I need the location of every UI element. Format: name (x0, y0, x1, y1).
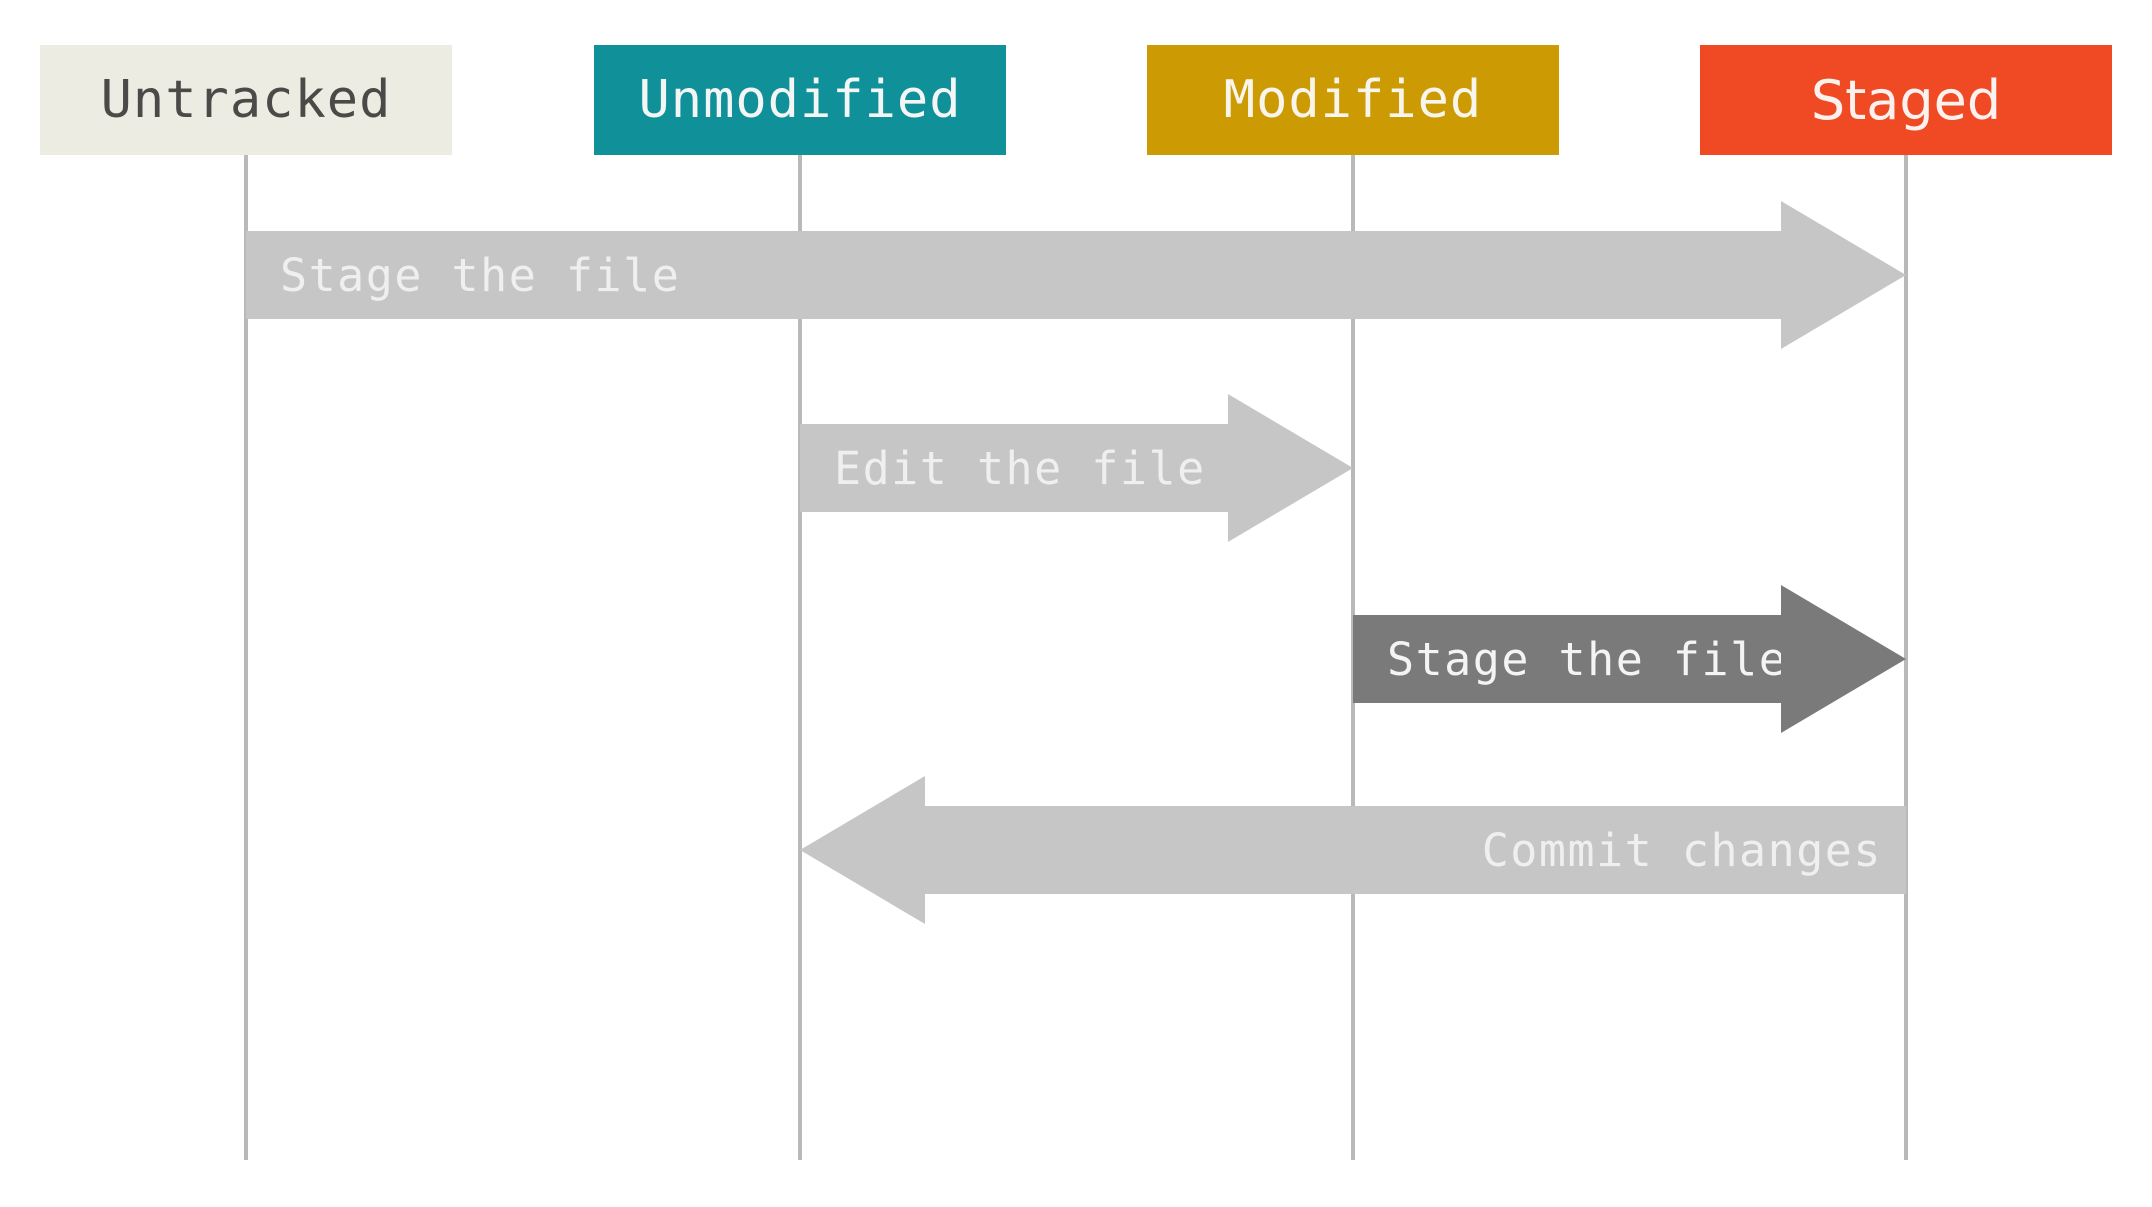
arrow-shaft: Stage the file (1353, 615, 1786, 703)
lifeline-unmodified (798, 155, 802, 1160)
state-box-unmodified: Unmodified (594, 45, 1006, 155)
lifeline-untracked (244, 155, 248, 1160)
arrow-head-right-icon (1781, 201, 1906, 349)
arrow-label: Stage the file (280, 248, 681, 302)
arrow-label: Commit changes (1481, 823, 1882, 877)
lifeline-staged (1904, 155, 1908, 1160)
arrow-shaft: Stage the file (246, 231, 1781, 319)
arrow-shaft: Commit changes (925, 806, 1906, 894)
arrow-label: Edit the file (834, 441, 1206, 495)
arrow-label: Stage the file (1387, 632, 1788, 686)
state-box-untracked: Untracked (40, 45, 452, 155)
state-box-staged: Staged (1700, 45, 2112, 155)
arrow-head-right-icon (1228, 394, 1353, 542)
state-box-modified: Modified (1147, 45, 1559, 155)
arrow-head-right-icon (1781, 585, 1906, 733)
arrow-head-left-icon (800, 776, 925, 924)
arrow-shaft: Edit the file (800, 424, 1228, 512)
